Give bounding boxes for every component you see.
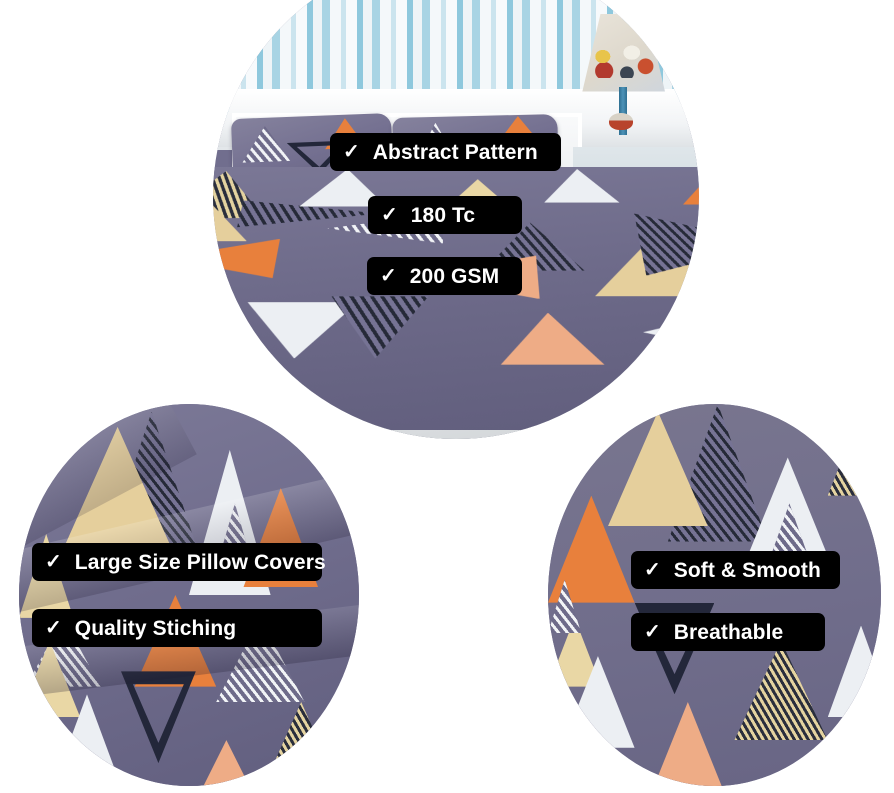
lamp-neck xyxy=(619,86,628,136)
feature-badge-label: Soft & Smooth xyxy=(673,558,821,582)
triangle-motif xyxy=(235,302,358,359)
triangle-motif xyxy=(241,125,290,163)
lamp-base xyxy=(597,131,650,148)
fabric-surface xyxy=(548,404,881,786)
check-icon: ✓ xyxy=(644,559,661,581)
bedroom-scene xyxy=(213,0,699,439)
feature-badge-quality-stitching: ✓ Quality Stiching xyxy=(32,609,322,647)
check-icon: ✓ xyxy=(380,265,397,287)
feature-badge-label: Abstract Pattern xyxy=(372,140,538,164)
lamp-knob xyxy=(609,113,634,130)
triangle-motif xyxy=(827,411,881,496)
triangle-motif xyxy=(195,740,257,786)
triangle-motif xyxy=(323,296,428,358)
triangle-motif xyxy=(638,307,699,358)
triangle-motif xyxy=(607,411,708,527)
triangle-motif xyxy=(647,701,728,786)
triangle-motif xyxy=(213,312,266,370)
feature-badge-label: Breathable xyxy=(673,620,784,644)
triangle-motif xyxy=(674,171,699,205)
fabric-closeup-panel xyxy=(548,404,881,786)
bed-scene-panel xyxy=(213,0,699,439)
triangle-motif xyxy=(734,640,828,741)
feature-badge-label: 200 GSM xyxy=(409,264,500,288)
feature-badge-gsm: ✓ 200 GSM xyxy=(367,257,522,295)
feature-badge-thread-count: ✓ 180 Tc xyxy=(368,196,522,234)
check-icon: ✓ xyxy=(343,141,360,163)
feature-badge-breathable: ✓ Breathable xyxy=(631,613,825,651)
triangle-motif xyxy=(827,625,881,718)
triangle-motif xyxy=(498,312,604,364)
feature-badge-label: 180 Tc xyxy=(410,203,476,227)
check-icon: ✓ xyxy=(45,617,62,639)
check-icon: ✓ xyxy=(45,551,62,573)
feature-badge-pillow-covers: ✓ Large Size Pillow Covers xyxy=(32,543,326,581)
check-icon: ✓ xyxy=(381,204,398,226)
pillow-fabric xyxy=(19,404,359,786)
triangle-motif xyxy=(541,169,620,203)
feature-badge-abstract-pattern: ✓ Abstract Pattern xyxy=(330,133,561,171)
triangle-motif xyxy=(213,239,280,278)
feature-badge-label: Large Size Pillow Covers xyxy=(74,550,326,574)
feature-badge-label: Quality Stiching xyxy=(74,616,237,640)
pillow-cover-panel xyxy=(19,404,359,786)
feature-badge-soft-smooth: ✓ Soft & Smooth xyxy=(631,551,840,589)
triangle-motif xyxy=(263,701,339,786)
check-icon: ✓ xyxy=(644,621,661,643)
